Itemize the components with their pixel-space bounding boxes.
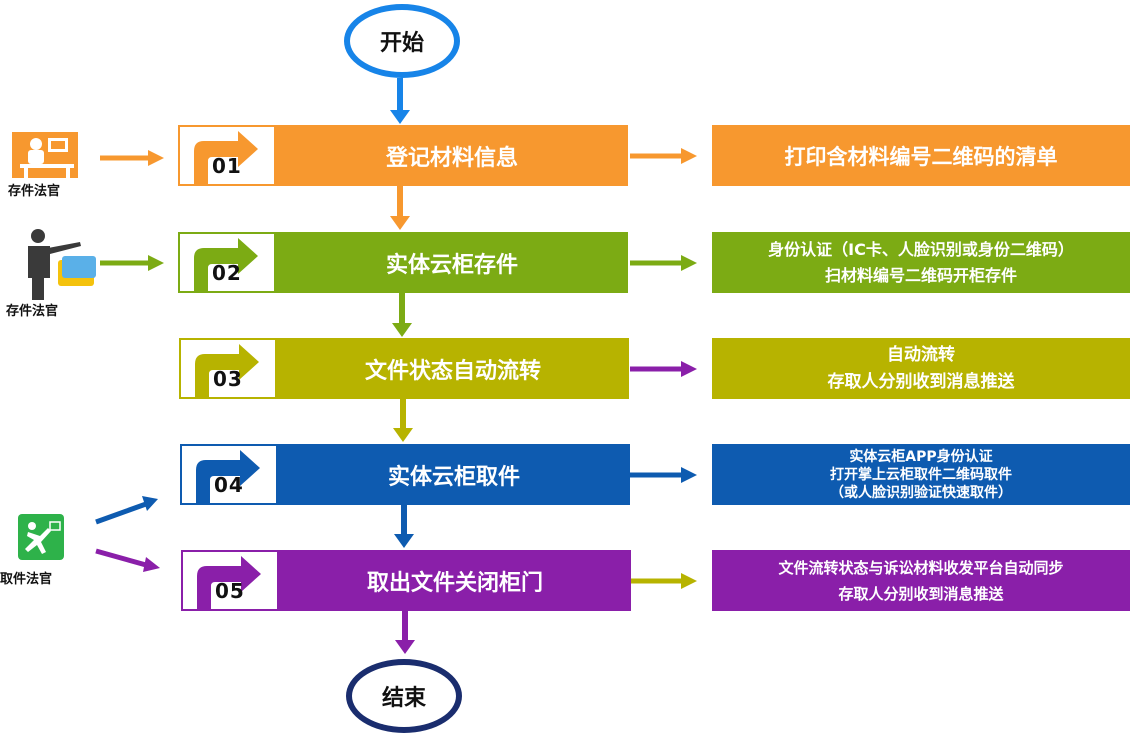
vertical-arrow-05-end [395,611,415,654]
step-title: 取出文件关闭柜门 [279,550,631,611]
step-01: 01 登记材料信息 [178,125,628,186]
note-03: 自动流转 存取人分别收到消息推送 [712,338,1130,399]
vertical-arrow-02-03 [392,293,412,337]
step-number-box: 01 [178,125,276,186]
horizontal-arrow-03-note [630,361,697,377]
turn-arrow-icon [195,344,259,397]
note-line: 打印含材料编号二维码的清单 [784,144,1058,169]
step-number: 05 [215,579,245,603]
step-title: 文件状态自动流转 [277,338,629,399]
step-number-box: 04 [180,444,278,505]
actor-arrow-2 [100,255,164,271]
end-node: 结束 [346,659,462,733]
step-title: 实体云柜取件 [278,444,630,505]
step-number-box: 05 [181,550,279,611]
step-number-box: 02 [178,232,276,293]
vertical-arrow-04-05 [394,504,414,548]
step-number: 01 [212,154,242,178]
actor-label: 存件法官 [6,304,59,319]
actor-label: 存件法官 [8,184,61,199]
note-line: 存取人分别收到消息推送 [827,371,1015,392]
note-04: 实体云柜APP身份认证 打开掌上云柜取件二维码取件 （或人脸识别验证快速取件） [712,444,1130,505]
vertical-arrow-01-02 [390,186,410,230]
desk-clerk-icon [12,130,82,180]
horizontal-arrow-05-note [630,573,697,589]
step-title: 登记材料信息 [276,125,628,186]
end-label: 结束 [381,686,426,711]
actor-arrow-3a [95,496,158,525]
note-line: 存取人分别收到消息推送 [838,584,1004,603]
turn-arrow-icon [194,238,258,291]
turn-arrow-icon [197,556,261,609]
step-number: 02 [212,261,242,285]
start-node: 开始 [344,4,460,78]
note-line: 自动流转 [887,344,955,365]
horizontal-arrow-02-note [630,255,697,271]
step-number: 04 [214,473,244,497]
horizontal-arrow-04-note [630,467,697,483]
presenter-icon [10,228,100,300]
note-05: 文件流转状态与诉讼材料收发平台自动同步 存取人分别收到消息推送 [712,550,1130,611]
step-title: 实体云柜存件 [276,232,628,293]
note-line: （或人脸识别验证快速取件） [830,484,1012,501]
turn-arrow-icon [194,131,258,184]
running-person-icon [18,514,64,560]
step-05: 05 取出文件关闭柜门 [181,550,631,611]
step-number: 03 [213,367,243,391]
start-label: 开始 [379,31,424,56]
note-02: 身份认证（IC卡、人脸识别或身份二维码） 扫材料编号二维码开柜存件 [712,232,1130,293]
turn-arrow-icon [196,450,260,503]
note-line: 实体云柜APP身份认证 [849,448,993,465]
note-line: 扫材料编号二维码开柜存件 [824,265,1017,285]
note-line: 打开掌上云柜取件二维码取件 [830,466,1012,483]
actor-arrow-3b [95,548,160,572]
actor-label: 取件法官 [0,572,53,587]
vertical-arrow-03-04 [393,399,413,442]
note-01: 打印含材料编号二维码的清单 [712,125,1130,186]
step-04: 04 实体云柜取件 [180,444,630,505]
step-number-box: 03 [179,338,277,399]
vertical-arrow-start-01 [390,78,410,124]
actor-arrow-1 [100,150,164,166]
note-line: 身份认证（IC卡、人脸识别或身份二维码） [768,239,1074,259]
step-02: 02 实体云柜存件 [178,232,628,293]
horizontal-arrow-01-note [630,148,697,164]
step-03: 03 文件状态自动流转 [179,338,629,399]
note-line: 文件流转状态与诉讼材料收发平台自动同步 [778,558,1064,577]
